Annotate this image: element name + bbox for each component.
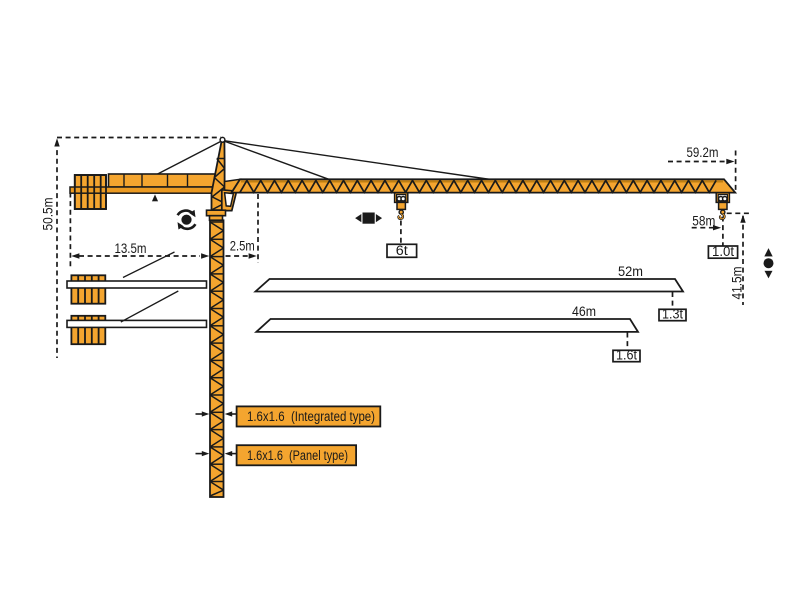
svg-text:59.2m: 59.2m [687,144,719,160]
svg-text:52m: 52m [618,263,643,279]
svg-text:1.6x1.6 (Panel type): 1.6x1.6 (Panel type) [247,448,348,463]
svg-text:1.3t: 1.3t [662,307,683,322]
svg-text:50.5m: 50.5m [39,198,55,231]
svg-text:58m: 58m [692,212,715,228]
svg-text:6t: 6t [396,243,408,258]
svg-text:1.6t: 1.6t [616,348,637,363]
svg-text:1.0t: 1.0t [712,244,734,259]
svg-text:2.5m: 2.5m [230,238,255,254]
svg-text:46m: 46m [572,303,596,319]
svg-text:1.6x1.6 (Integrated type): 1.6x1.6 (Integrated type) [247,409,375,424]
svg-text:13.5m: 13.5m [115,240,147,256]
svg-text:41.5m: 41.5m [728,267,744,300]
